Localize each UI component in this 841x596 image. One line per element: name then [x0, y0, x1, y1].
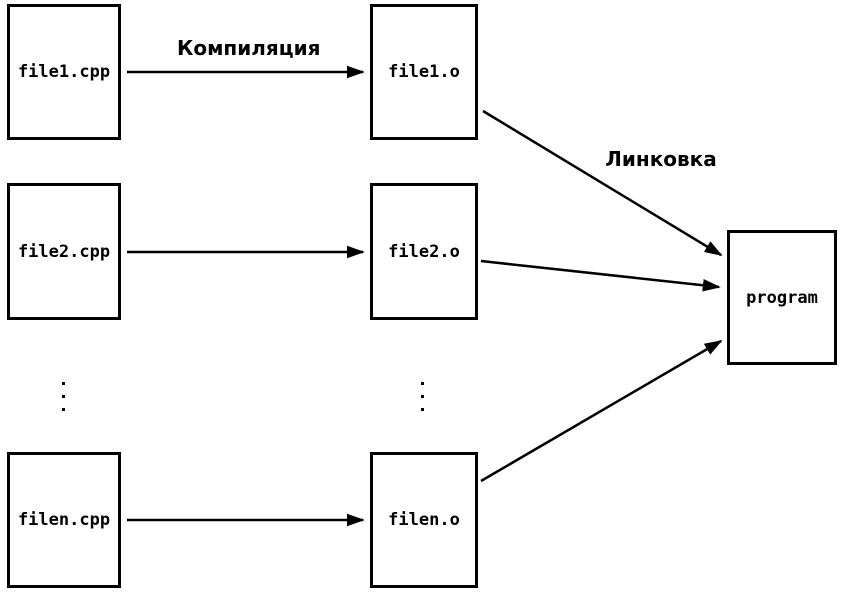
node-program: program	[727, 230, 837, 365]
node-filen-cpp: filen.cpp	[7, 452, 121, 588]
arrow-link-2	[480, 259, 721, 292]
node-file2-o-label: file2.o	[388, 241, 460, 262]
arrow-link-1	[482, 109, 723, 257]
node-file2-cpp: file2.cpp	[7, 183, 121, 320]
linking-label: Линковка	[605, 147, 717, 171]
arrow-link-n	[480, 339, 723, 483]
node-file1-o: file1.o	[370, 4, 478, 140]
node-filen-cpp-label: filen.cpp	[17, 510, 111, 530]
node-file1-cpp: file1.cpp	[7, 4, 121, 140]
node-filen-o: filen.o	[370, 452, 478, 588]
compilation-label: Компиляция	[177, 36, 321, 60]
node-filen-o-label: filen.o	[388, 510, 460, 530]
node-file1-cpp-label: file1.cpp	[17, 62, 111, 82]
node-file2-cpp-label: file2.cpp	[17, 241, 111, 262]
node-file1-o-label: file1.o	[388, 62, 460, 82]
vertical-ellipsis-right	[421, 382, 424, 411]
node-file2-o: file2.o	[370, 183, 478, 320]
node-program-label: program	[746, 287, 818, 308]
vertical-ellipsis-left	[62, 382, 65, 411]
